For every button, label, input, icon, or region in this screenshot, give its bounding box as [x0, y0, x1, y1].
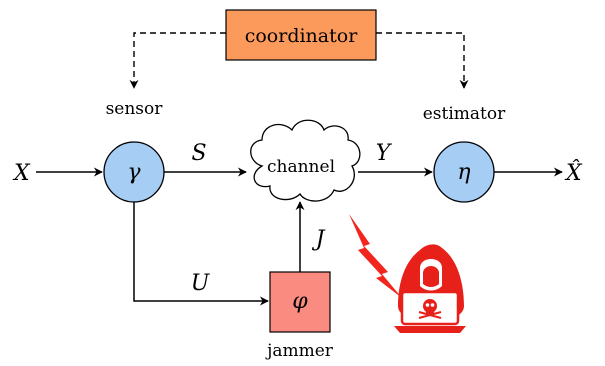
input-symbol: X — [12, 161, 31, 186]
sensor-symbol: γ — [127, 160, 141, 185]
coordinator-label: coordinator — [245, 25, 358, 47]
sensor-node: γ — [103, 141, 165, 203]
lightning-bolt-icon — [349, 214, 402, 298]
channel-cloud: channel — [250, 119, 361, 202]
jammer-symbol: φ — [292, 289, 308, 314]
coordinator-to-estimator-line — [376, 32, 469, 89]
signal-u-label: U — [191, 271, 211, 296]
jammer-label: jammer — [265, 341, 334, 361]
signal-y-label: Y — [376, 141, 393, 166]
signal-j-label: J — [312, 227, 326, 252]
sensor-label: sensor — [106, 99, 164, 119]
channel-label: channel — [267, 157, 335, 177]
estimator-node: η — [433, 141, 495, 203]
coordinator-block: coordinator — [225, 9, 377, 61]
output-symbol: X̂ — [564, 160, 583, 186]
jammer-block: φ — [269, 271, 331, 333]
hacker-icon — [394, 244, 466, 333]
coordinator-to-sensor-line — [129, 32, 226, 89]
estimator-label: estimator — [423, 104, 506, 124]
sensor-to-jammer-arrow — [133, 202, 269, 306]
estimator-symbol: η — [457, 160, 470, 185]
signal-s-label: S — [191, 141, 206, 166]
